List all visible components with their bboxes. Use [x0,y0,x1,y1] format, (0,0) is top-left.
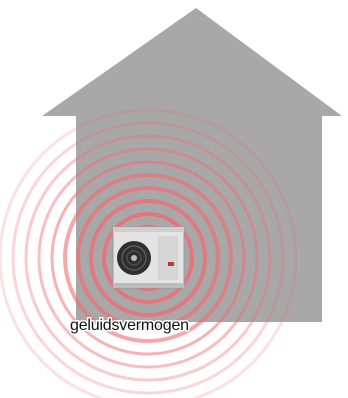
fan-hub [131,255,137,261]
unit-badge [168,262,174,266]
unit-base-shade [113,283,184,288]
fan-icon [117,241,151,275]
house-icon [42,8,342,322]
unit-top-shade [113,227,184,232]
heat-pump-unit-icon [113,227,184,288]
unit-side-panel [158,236,178,280]
diagram-label: geluidsvermogen [70,317,189,334]
